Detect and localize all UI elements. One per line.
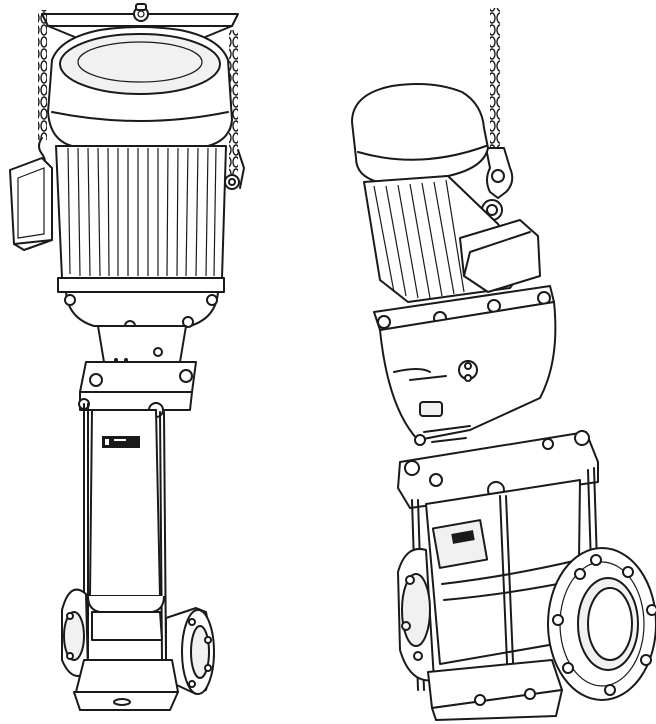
pump-head — [397, 430, 599, 509]
base-plate — [427, 659, 563, 721]
pump-tilted-lifting-by-eye — [351, 8, 656, 721]
pump-head — [78, 361, 197, 418]
pump-chimney — [411, 467, 601, 691]
base-plate — [73, 659, 179, 711]
lifting-hook — [481, 147, 514, 221]
motor-fan-cover — [47, 26, 233, 147]
terminal-box — [459, 219, 541, 293]
terminal-box — [9, 157, 53, 251]
motor — [55, 145, 227, 332]
outlet-flange — [547, 547, 656, 701]
inlet-flange — [397, 548, 435, 682]
motor-stool — [373, 285, 557, 446]
pump-chimney — [83, 403, 167, 661]
outlet-flange — [165, 607, 215, 695]
pump-vertical-lifting-by-motor — [9, 3, 245, 711]
lifting-chain — [490, 8, 500, 148]
